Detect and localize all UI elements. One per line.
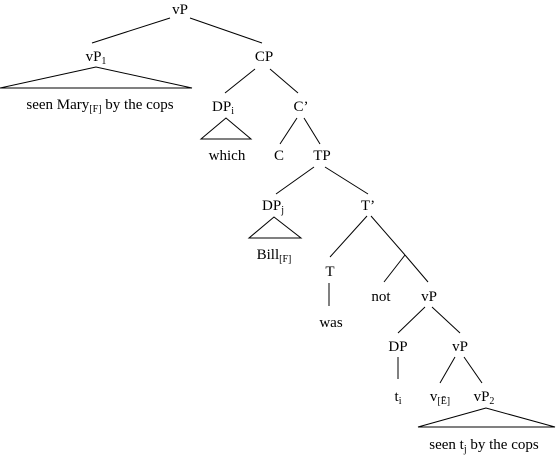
branch-tp-dpj bbox=[275, 166, 315, 195]
branch-tbar-t bbox=[329, 215, 368, 258]
node-t: T bbox=[325, 264, 334, 280]
branch-cbar-c bbox=[279, 117, 298, 145]
node-vp2-yield: seen tj by the cops bbox=[429, 437, 539, 455]
node-cbar: C’ bbox=[294, 99, 309, 115]
tree-branches bbox=[91, 17, 483, 384]
node-vp2: vP2 bbox=[474, 389, 495, 407]
node-bill: Bill[F] bbox=[257, 247, 292, 265]
branch-root-cp bbox=[189, 17, 263, 44]
branch-vp-v bbox=[439, 356, 456, 384]
branch-cp-cbar bbox=[269, 68, 299, 94]
node-vp1: vP1 bbox=[86, 49, 107, 67]
node-v: v[Ē] bbox=[430, 389, 450, 407]
node-was: was bbox=[319, 315, 342, 331]
branch-vp-vp2 bbox=[463, 356, 483, 384]
node-vp-a: vP bbox=[421, 289, 437, 305]
branch-tp-tbar bbox=[324, 166, 369, 195]
node-dpi: DPi bbox=[212, 99, 234, 117]
node-vp1-yield: seen Mary[F] by the cops bbox=[26, 97, 173, 115]
branch-cp-dpi bbox=[224, 68, 256, 94]
branch-vp-dp bbox=[397, 306, 426, 334]
branch-inner-vp bbox=[404, 254, 429, 283]
node-not: not bbox=[371, 289, 391, 305]
node-cp: CP bbox=[255, 49, 273, 65]
node-ti: ti bbox=[395, 389, 402, 407]
triangle-vp2 bbox=[417, 407, 556, 428]
branch-tbar-inner bbox=[370, 215, 406, 256]
triangle-vp1 bbox=[0, 66, 193, 89]
node-dpj: DPj bbox=[262, 198, 284, 216]
branch-vp-vp bbox=[431, 306, 461, 334]
node-tp: TP bbox=[313, 148, 331, 164]
branch-root-vp1 bbox=[91, 17, 171, 44]
branch-inner-not bbox=[383, 254, 406, 283]
node-dp: DP bbox=[388, 339, 407, 355]
node-root: vP bbox=[172, 2, 188, 18]
node-c: C bbox=[274, 148, 284, 164]
tree-triangles bbox=[0, 66, 556, 428]
triangle-bill bbox=[247, 216, 303, 239]
tree-labels: vP vP1 seen Mary[F] by the cops CP DPi w… bbox=[26, 2, 538, 455]
node-vp-b: vP bbox=[452, 339, 468, 355]
triangle-which bbox=[199, 117, 253, 140]
node-tbar: T’ bbox=[361, 198, 375, 214]
branch-cbar-tp bbox=[303, 117, 321, 145]
node-which: which bbox=[209, 148, 246, 164]
